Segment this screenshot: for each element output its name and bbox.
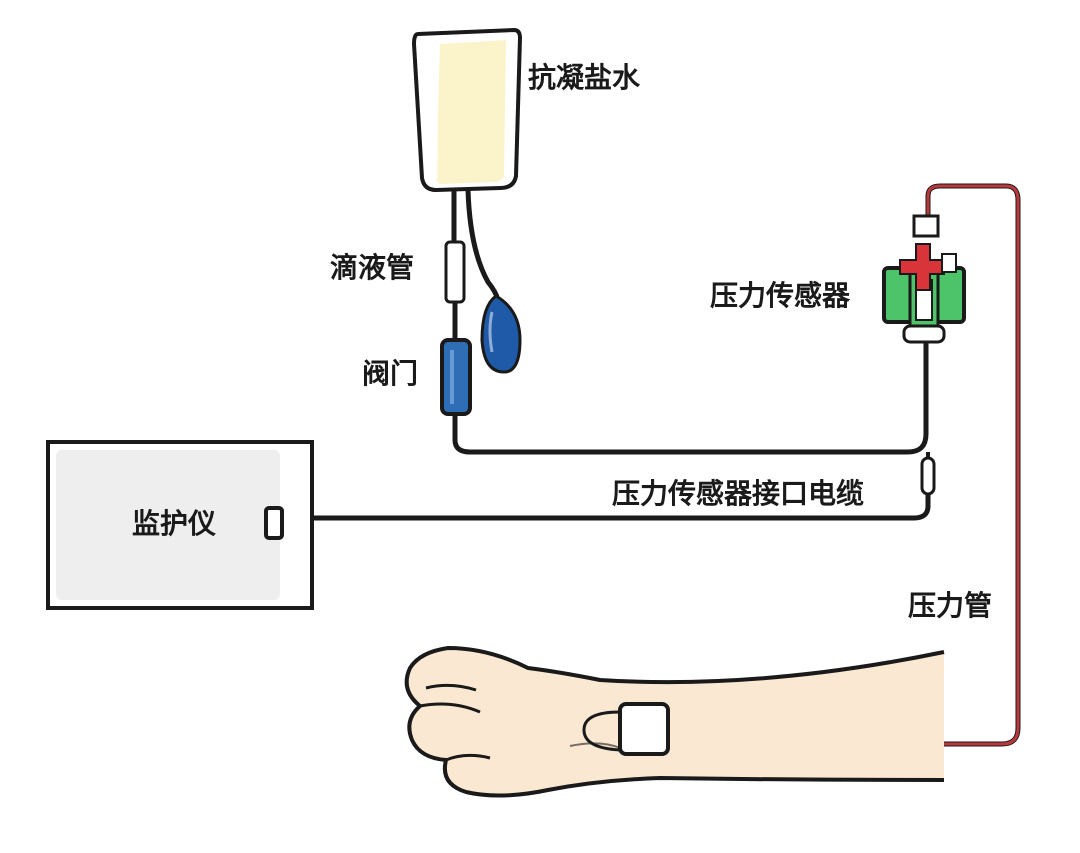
sensor-cable	[280, 494, 931, 521]
drip-chamber	[444, 240, 466, 304]
valve	[440, 338, 472, 416]
label-valve: 阀门	[362, 357, 419, 390]
pressure-tube-red	[660, 184, 1020, 746]
sensor-bottom-port	[902, 324, 946, 344]
label-pressure-tube: 压力管	[908, 589, 993, 622]
label-sensor-cable: 压力传感器接口电缆	[612, 477, 865, 510]
saline-fluid	[436, 40, 506, 184]
stopcock	[899, 243, 945, 291]
forearm	[404, 646, 945, 798]
cable-connector	[920, 456, 936, 496]
bulb-line	[465, 189, 501, 301]
sensor-top-cap	[912, 214, 940, 238]
flush-line	[452, 340, 929, 455]
cannula-dressing	[618, 702, 670, 756]
label-monitor: 监护仪	[132, 507, 217, 540]
cannula-strap	[582, 710, 621, 752]
label-pressure-sensor: 压力传感器	[710, 279, 851, 312]
pressure-bulb	[480, 294, 522, 374]
label-drip-chamber: 滴液管	[330, 251, 415, 284]
label-saline: 抗凝盐水	[528, 61, 641, 94]
monitor-port	[264, 506, 284, 540]
